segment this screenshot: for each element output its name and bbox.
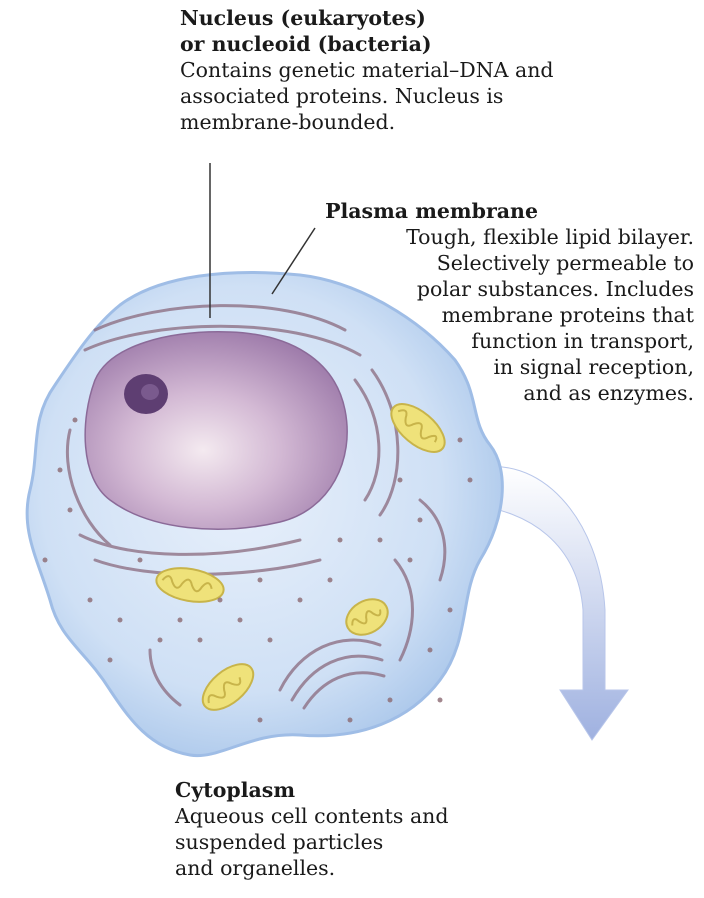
- cytoplasm-desc-line-1: Aqueous cell contents and: [175, 803, 449, 829]
- membrane-desc-line-3: polar substances. Includes: [325, 276, 694, 302]
- nucleus-label: Nucleus (eukaryotes) or nucleoid (bacter…: [180, 5, 554, 135]
- membrane-desc-line-4: membrane proteins that: [325, 302, 694, 328]
- nucleus-title-line-2: or nucleoid (bacteria): [180, 31, 554, 57]
- membrane-desc-line-6: in signal reception,: [325, 354, 694, 380]
- cytoplasm-desc-line-3: and organelles.: [175, 855, 449, 881]
- nucleus-desc-line-2: associated proteins. Nucleus is: [180, 83, 554, 109]
- membrane-desc-line-5: function in transport,: [325, 328, 694, 354]
- cytoplasm-title: Cytoplasm: [175, 777, 449, 803]
- plasma-membrane-label: Plasma membrane Tough, flexible lipid bi…: [325, 198, 694, 406]
- nucleolus-highlight: [141, 384, 159, 400]
- nucleus-desc-line-3: membrane-bounded.: [180, 109, 554, 135]
- membrane-desc-line-2: Selectively permeable to: [325, 250, 694, 276]
- cytoplasm-label: Cytoplasm Aqueous cell contents and susp…: [175, 777, 449, 881]
- plasma-membrane-title: Plasma membrane: [325, 198, 694, 224]
- cytoplasm-desc-line-2: suspended particles: [175, 829, 449, 855]
- membrane-desc-line-7: and as enzymes.: [325, 380, 694, 406]
- nucleus: [85, 332, 347, 529]
- nucleus-desc-line-1: Contains genetic material–DNA and: [180, 57, 554, 83]
- membrane-desc-line-1: Tough, flexible lipid bilayer.: [325, 224, 694, 250]
- nucleus-title-line-1: Nucleus (eukaryotes): [180, 5, 554, 31]
